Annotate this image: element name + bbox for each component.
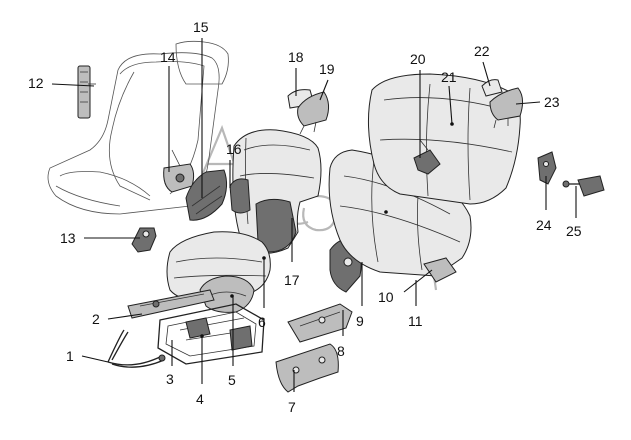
- callout-13: 13: [60, 230, 76, 246]
- rear-support-bracket: [275, 343, 339, 393]
- callout-2: 2: [92, 311, 100, 327]
- callout-3: 3: [166, 371, 174, 387]
- callout-18: 18: [288, 49, 304, 65]
- callout-labels: 1 2 3 4 5 6 7 8 9 10 11 12 13 14 15 16 1…: [28, 19, 582, 415]
- callout-20: 20: [410, 51, 426, 67]
- recliner-lever: [163, 149, 195, 193]
- callout-10: 10: [378, 289, 394, 305]
- callout-5: 5: [228, 372, 236, 388]
- callout-19: 19: [319, 61, 335, 77]
- callout-11: 11: [408, 313, 423, 329]
- callout-8: 8: [337, 343, 345, 359]
- backrest-latch-strip: [77, 65, 96, 119]
- callout-14: 14: [160, 49, 176, 65]
- leader-lines: [51, 38, 577, 392]
- side-trim-panel: [185, 169, 228, 221]
- callout-9: 9: [356, 313, 364, 329]
- callout-4: 4: [196, 391, 204, 407]
- callout-15: 15: [193, 19, 209, 35]
- side-backrest-section: [229, 129, 322, 254]
- seat-frame: [157, 303, 265, 365]
- rear-headrest: [481, 79, 524, 129]
- hinge-bracket: [131, 227, 157, 253]
- callout-23: 23: [544, 94, 560, 110]
- callout-6: 6: [258, 314, 266, 330]
- callout-1: 1: [66, 348, 74, 364]
- callout-7: 7: [288, 399, 296, 415]
- release-handle: [107, 329, 166, 368]
- hinge-plate: [287, 303, 353, 343]
- callout-16: 16: [226, 141, 242, 157]
- callout-24: 24: [536, 217, 552, 233]
- callout-21: 21: [441, 69, 457, 85]
- callout-12: 12: [28, 75, 44, 91]
- callout-17: 17: [284, 272, 300, 288]
- slide-rail: [127, 289, 215, 319]
- callout-22: 22: [474, 43, 490, 59]
- callout-25: 25: [566, 223, 582, 239]
- rear-backrest-latch: [537, 151, 557, 185]
- front-headrest: [287, 89, 330, 135]
- striker-bolt: [562, 175, 605, 197]
